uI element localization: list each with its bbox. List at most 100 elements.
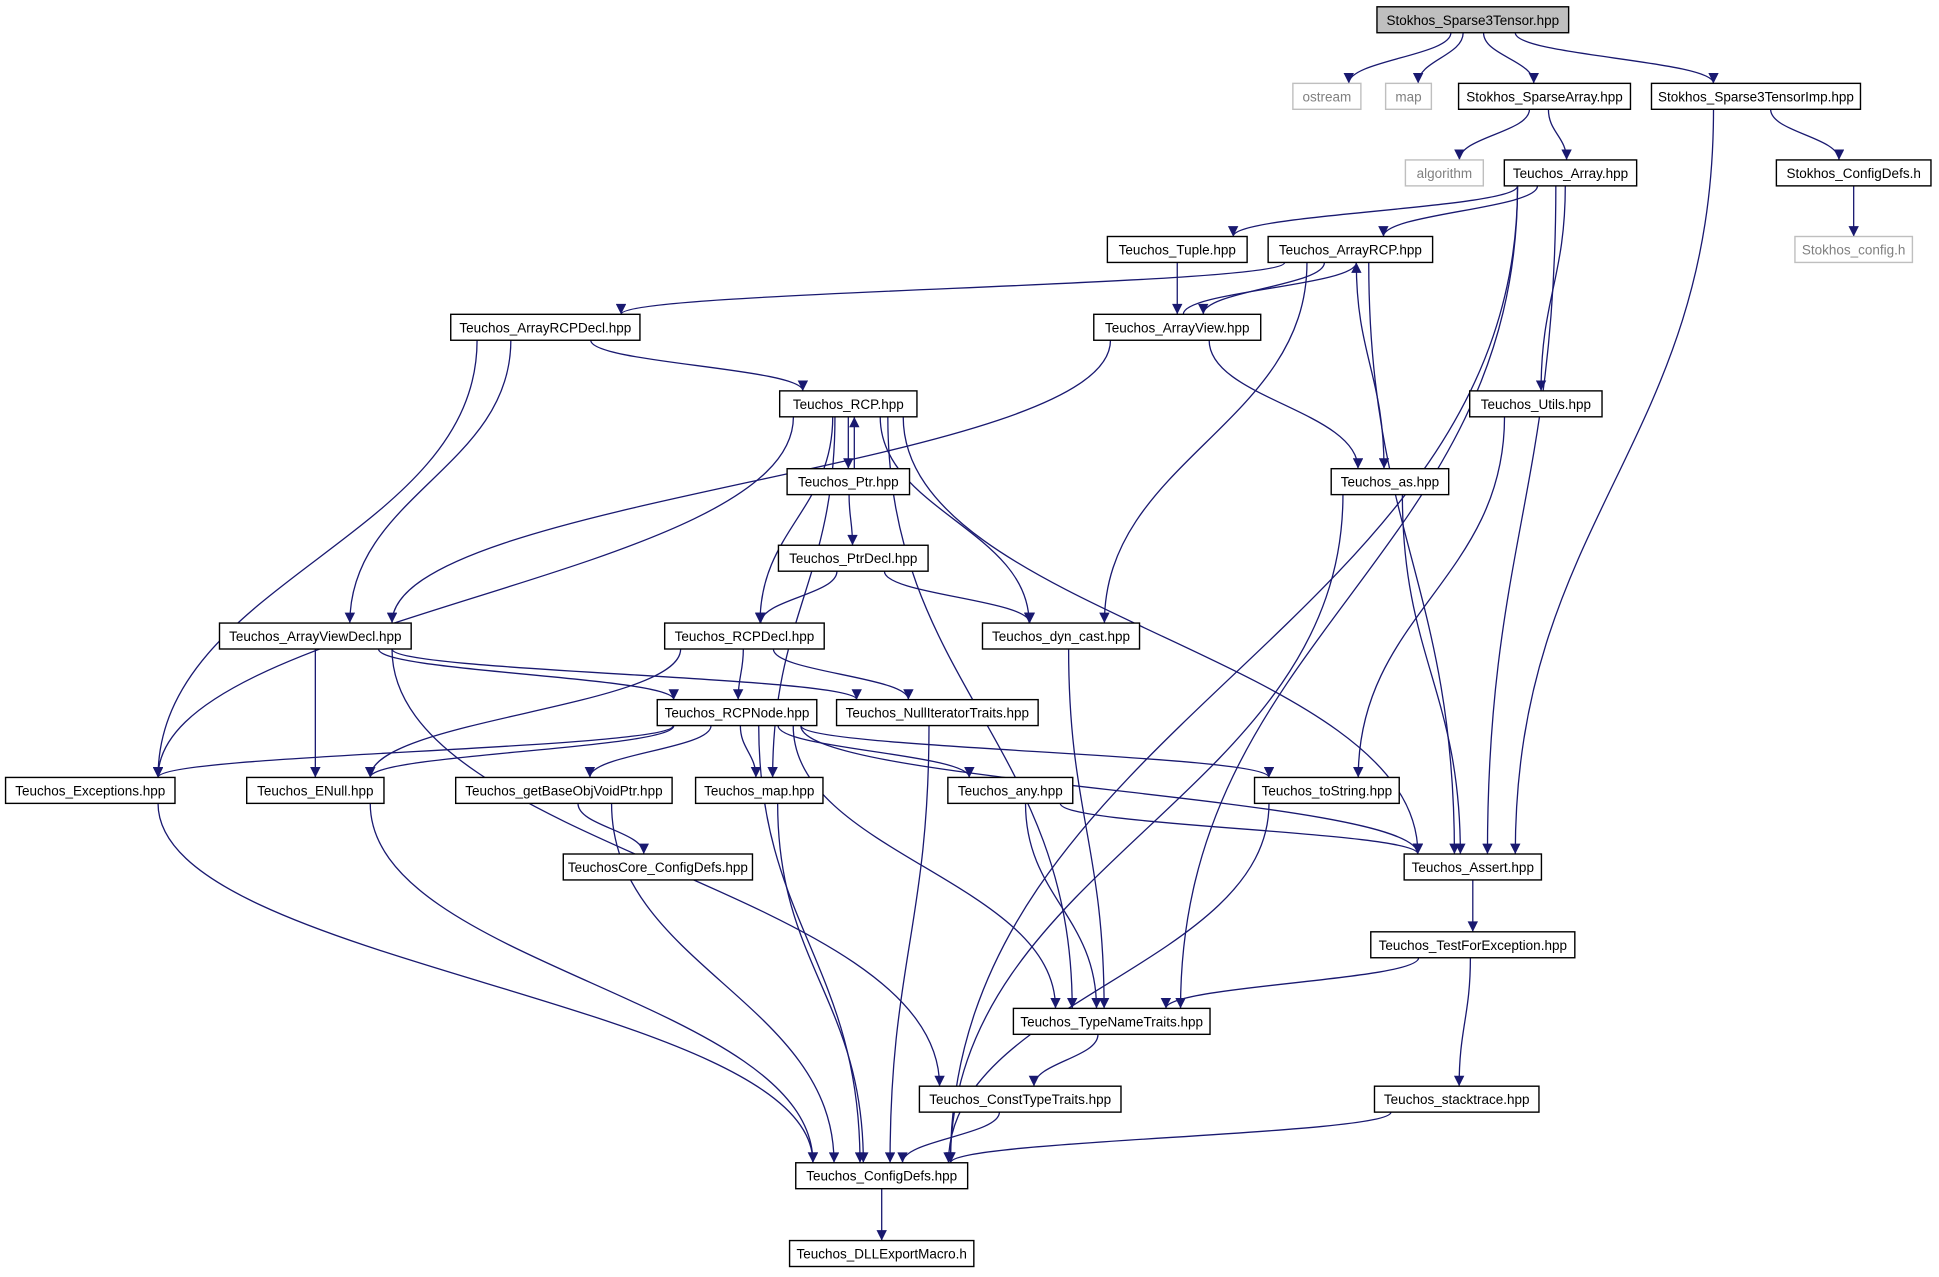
node-box [777, 544, 929, 572]
node-arrayviewdecl[interactable]: Teuchos_ArrayViewDecl.hpp [218, 622, 412, 650]
edge-array-to-configdefs [945, 185, 1519, 1163]
edge-rcpnode-to-tostring [800, 724, 1275, 779]
node-ptrdecl[interactable]: Teuchos_PtrDecl.hpp [777, 544, 929, 572]
node-label: Teuchos_as.hpp [1341, 475, 1439, 490]
node-box [1650, 82, 1862, 110]
node-getbase[interactable]: Teuchos_getBaseObjVoidPtr.hpp [454, 776, 673, 805]
edge-sparsearray-to-array [1547, 109, 1572, 160]
edge-getbase-to-coreconfig [577, 803, 649, 855]
node-label: Teuchos_ArrayViewDecl.hpp [229, 629, 401, 644]
edge-array-to-assert [1482, 185, 1557, 855]
node-arrayrcpdecl[interactable]: Teuchos_ArrayRCPDecl.hpp [450, 313, 641, 341]
edge-arrayview-to-arrayrcp [1182, 262, 1362, 315]
edge-stacktrace-to-configdefs [945, 1111, 1392, 1164]
node-rcp[interactable]: Teuchos_RCP.hpp [778, 390, 918, 418]
edge-consttype-to-configdefs [897, 1111, 1001, 1163]
edge-rcpnode-to-enull [365, 725, 675, 778]
node-box [778, 390, 918, 418]
edge-rcpnode-to-any [777, 725, 975, 778]
node-nulliter[interactable]: Teuchos_NullIteratorTraits.hpp [835, 698, 1039, 727]
node-box [1093, 313, 1262, 341]
edge-nulliter-to-configdefs [884, 725, 930, 1163]
edge-arrayrcpdecl-to-arrayviewdecl [344, 340, 512, 624]
node-label: Teuchos_Assert.hpp [1412, 860, 1534, 875]
node-label: Teuchos_ArrayView.hpp [1105, 320, 1250, 335]
node-box [1330, 467, 1450, 496]
node-testforexc[interactable]: Teuchos_TestForException.hpp [1370, 931, 1576, 959]
node-dyncast[interactable]: Teuchos_dyn_cast.hpp [981, 622, 1141, 650]
edge-rcpdecl-to-rcpnode [732, 648, 744, 700]
node-box [1457, 82, 1632, 110]
node-utils[interactable]: Teuchos_Utils.hpp [1469, 390, 1603, 418]
node-box [947, 776, 1074, 805]
node-label: Teuchos_ArrayRCP.hpp [1279, 242, 1422, 257]
node-as[interactable]: Teuchos_as.hpp [1330, 467, 1450, 496]
node-coreconfig[interactable]: TeuchosCore_ConfigDefs.hpp [562, 853, 754, 881]
node-sparse3tensorimp[interactable]: Stokhos_Sparse3TensorImp.hpp [1650, 82, 1862, 110]
node-tostring[interactable]: Teuchos_toString.hpp [1253, 776, 1400, 805]
node-exceptions[interactable]: Teuchos_Exceptions.hpp [4, 776, 176, 805]
node-box [1292, 82, 1362, 110]
node-label: Teuchos_Ptr.hpp [798, 475, 899, 490]
edge-arrayviewdecl-to-rcpnode [377, 648, 679, 700]
edge-enull-to-configdefs [369, 803, 819, 1163]
node-box [1267, 235, 1434, 264]
node-label: algorithm [1417, 166, 1473, 181]
node-label: Teuchos_RCPNode.hpp [665, 706, 810, 721]
node-box [1370, 931, 1576, 959]
node-box [663, 622, 825, 650]
node-label: Teuchos_stacktrace.hpp [1384, 1092, 1530, 1107]
node-label: Teuchos_RCPDecl.hpp [675, 629, 815, 644]
edge-rcpnode-to-typename [792, 725, 1061, 1009]
edge-exceptions-to-configdefs [157, 803, 819, 1163]
node-box [1469, 390, 1603, 418]
node-ptr[interactable]: Teuchos_Ptr.hpp [786, 467, 911, 496]
node-enull[interactable]: Teuchos_ENull.hpp [246, 776, 385, 805]
node-box [981, 622, 1141, 650]
node-dllexport[interactable]: Teuchos_DLLExportMacro.h [788, 1239, 975, 1268]
edge-arrayrcpdecl-to-rcp [590, 339, 808, 392]
node-rcpdecl[interactable]: Teuchos_RCPDecl.hpp [663, 622, 825, 650]
node-typename[interactable]: Teuchos_TypeNameTraits.hpp [1012, 1007, 1211, 1036]
node-stokhos_config: Stokhos_config.h [1794, 235, 1914, 264]
edge-array-to-arrayrcp [1378, 185, 1539, 237]
node-label: Teuchos_NullIteratorTraits.hpp [846, 706, 1029, 721]
node-label: Teuchos_Array.hpp [1513, 166, 1628, 181]
node-box [788, 1239, 975, 1268]
node-box [1775, 159, 1932, 187]
node-consttype[interactable]: Teuchos_ConstTypeTraits.hpp [918, 1085, 1122, 1113]
edge-array-to-typename [1175, 185, 1519, 1009]
edge-sparse3tensorimp-to-assert [1510, 109, 1715, 855]
edge-rcpnode-to-teuchos_map [739, 725, 762, 778]
edge-sparse3tensor-to-ostream [1343, 32, 1452, 84]
node-box [1012, 1007, 1211, 1036]
node-box [246, 776, 385, 805]
node-label: Stokhos_SparseArray.hpp [1466, 89, 1623, 104]
edge-testforexc-to-typename [1160, 957, 1420, 1009]
node-stokhos_configdefs[interactable]: Stokhos_ConfigDefs.h [1775, 159, 1932, 187]
node-configdefs[interactable]: Teuchos_ConfigDefs.hpp [795, 1162, 969, 1190]
edge-rcp-to-dyncast [879, 416, 1035, 624]
node-tuple[interactable]: Teuchos_Tuple.hpp [1106, 235, 1248, 264]
node-label: map [1395, 89, 1421, 104]
node-arrayview[interactable]: Teuchos_ArrayView.hpp [1093, 313, 1262, 341]
node-rcpnode[interactable]: Teuchos_RCPNode.hpp [656, 698, 818, 727]
edge-any-to-assert [1059, 803, 1423, 855]
node-ostream: ostream [1292, 82, 1362, 110]
node-any[interactable]: Teuchos_any.hpp [947, 776, 1074, 805]
node-label: Teuchos_DLLExportMacro.h [797, 1247, 967, 1262]
node-assert[interactable]: Teuchos_Assert.hpp [1403, 853, 1543, 881]
node-stacktrace[interactable]: Teuchos_stacktrace.hpp [1373, 1085, 1540, 1113]
node-box [656, 698, 818, 727]
edge-as-to-configdefs [945, 494, 1344, 1163]
node-sparsearray[interactable]: Stokhos_SparseArray.hpp [1457, 82, 1632, 110]
node-box [1376, 6, 1570, 34]
edge-typename-to-consttype [1028, 1034, 1099, 1087]
node-array[interactable]: Teuchos_Array.hpp [1503, 159, 1638, 187]
node-label: Teuchos_ConstTypeTraits.hpp [929, 1092, 1111, 1107]
node-box [1404, 159, 1485, 187]
node-teuchos_map[interactable]: Teuchos_map.hpp [694, 776, 824, 805]
node-arrayrcp[interactable]: Teuchos_ArrayRCP.hpp [1267, 235, 1434, 264]
edge-teuchos_map-to-configdefs [776, 803, 869, 1163]
